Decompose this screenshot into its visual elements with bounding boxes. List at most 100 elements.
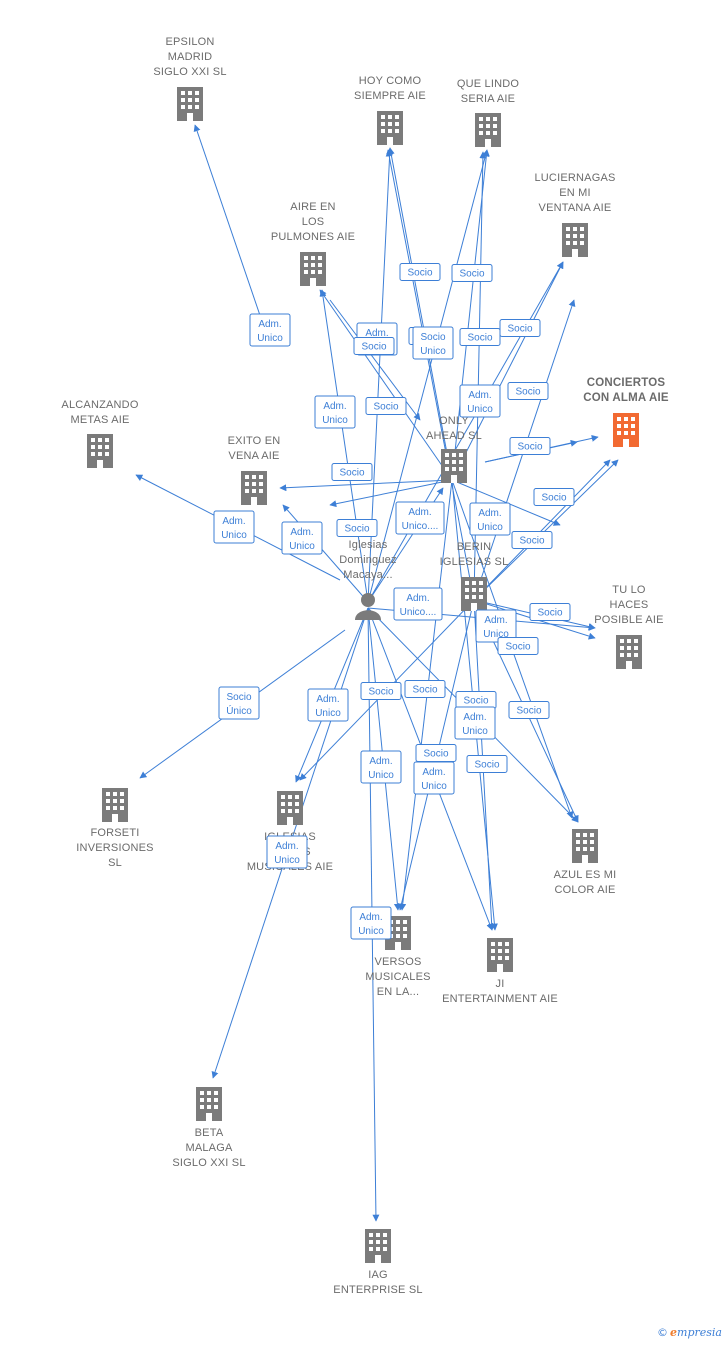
edge-label[interactable]: Adm.Unico [307, 688, 349, 722]
building-icon [365, 1229, 391, 1263]
edge-label-text: Adm. [365, 328, 388, 339]
edge-label[interactable]: Adm.Unico [413, 761, 455, 795]
node-label-line: EN LA... [377, 986, 420, 998]
edge-label-text: Unico [289, 541, 315, 552]
edge-label[interactable]: Socio [415, 744, 457, 762]
brand-name: mpresia [677, 1326, 722, 1339]
node-label-line: EXITO EN [228, 435, 281, 447]
node-label-line: Iglesias [349, 539, 388, 551]
edge-label-box [451, 264, 493, 282]
edge-label[interactable]: Adm.Unico [314, 395, 356, 429]
edge-label-text: Adm. [290, 527, 313, 538]
edge-label[interactable]: Socio [331, 463, 373, 481]
edge-label[interactable]: Socio [511, 531, 553, 549]
edge-line [319, 289, 369, 603]
edge-label[interactable]: Adm.Unico [266, 835, 308, 869]
node-label-line: FORSETI [90, 827, 139, 839]
node-label-line: Dominguez [339, 554, 396, 566]
edge-label[interactable]: Socio [499, 319, 541, 337]
node-label-line: LOS [302, 216, 325, 228]
brand-e-logo: e [670, 1326, 678, 1339]
edge-line [451, 261, 564, 481]
building-icon [177, 87, 203, 121]
edge-label[interactable]: Adm.Unico [213, 510, 255, 544]
edge-label[interactable]: Adm.Unico [469, 502, 511, 536]
edge-label[interactable]: Adm.Unico [360, 750, 402, 784]
edge-label[interactable]: Socio [399, 263, 441, 281]
edge-label[interactable]: Adm.Unico.... [395, 501, 445, 535]
edge-label-box [413, 761, 455, 795]
edge-label[interactable]: Adm.Unico [454, 706, 496, 740]
edge-label-box [507, 382, 549, 400]
edge-line [387, 147, 453, 481]
edge-label-box [466, 755, 508, 773]
edge-label[interactable]: Socio [507, 382, 549, 400]
empresia-brand[interactable]: ©empresia [657, 1326, 722, 1339]
edge-label-text: Unico [358, 926, 384, 937]
edge-label-text: Socio [507, 324, 532, 335]
edge-label[interactable]: Adm.Unico.... [393, 587, 443, 621]
edge-label-box [336, 519, 378, 537]
edge-label-box [331, 463, 373, 481]
edge-label[interactable]: Socio [353, 337, 395, 355]
edge-label[interactable]: Socio [455, 691, 497, 709]
edge-label[interactable]: Adm.Unico [350, 906, 392, 940]
edge-label-text: Adm. [275, 841, 298, 852]
edge-label-text: Unico [467, 404, 493, 415]
edge-label[interactable]: Socio [508, 701, 550, 719]
edge-line [473, 459, 619, 601]
edge-label[interactable]: Socio [336, 519, 378, 537]
edge-label-text: Socio [505, 642, 530, 653]
edge-label[interactable]: Socio [533, 488, 575, 506]
node-label-line: TU LO [612, 584, 646, 596]
edge-label[interactable]: Socio [404, 680, 446, 698]
edge-label[interactable]: Socio [360, 682, 402, 700]
edge-label-text: Adm. [422, 767, 445, 778]
edge-label[interactable]: Socio [459, 328, 501, 346]
edge-label[interactable]: Socio [497, 637, 539, 655]
edge-label[interactable]: Adm.Unico [459, 384, 501, 418]
building-icon [241, 471, 267, 505]
edge-line [367, 149, 489, 603]
node-person[interactable]: IglesiasDominguezMacaya... [339, 539, 397, 620]
edge-label[interactable]: Socio [451, 264, 493, 282]
edge-label[interactable]: Adm.Unico [475, 609, 517, 643]
edge-label[interactable]: Adm.Unico [249, 313, 291, 347]
edge-label[interactable]: Adm. Unico [281, 521, 323, 555]
edge-label[interactable]: Socio [365, 397, 407, 415]
edge-label[interactable]: Socio [509, 437, 551, 455]
building-icon [102, 788, 128, 822]
edge-label-box [266, 835, 308, 869]
edge-label-text: Socio [467, 333, 492, 344]
edge-label-text: Socio [517, 442, 542, 453]
edge-label-text: Adm. [408, 507, 431, 518]
node-label-line: IAG [368, 1269, 388, 1281]
edge-label[interactable]: Socio [529, 603, 571, 621]
node-label-line: COLOR AIE [554, 884, 615, 896]
edge-label-text: Unico [368, 770, 394, 781]
edge-label[interactable]: Socio [466, 755, 508, 773]
edge-label-box [213, 510, 255, 544]
edge-label-text: Socio [373, 402, 398, 413]
edge-label-box [353, 337, 395, 355]
